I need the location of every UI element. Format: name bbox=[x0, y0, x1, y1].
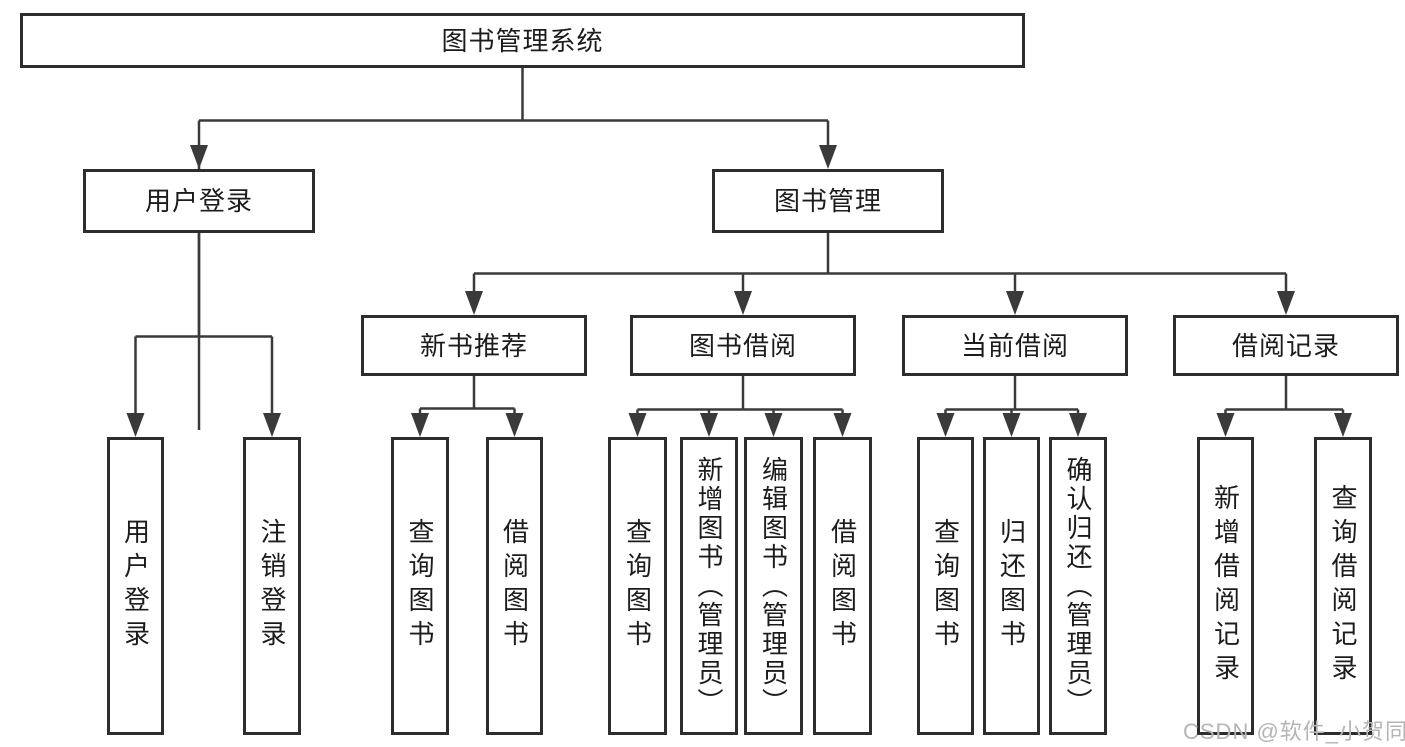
node-label: 图书管理 bbox=[773, 186, 882, 216]
node-label: 确认归还（管理员） bbox=[1063, 455, 1093, 717]
csdn-watermark: CSDN @软件_小贺同学 bbox=[1183, 719, 1405, 744]
node-leaf-edit-books-admin: 编辑图书（管理员） bbox=[744, 437, 803, 735]
node-label: 编辑图书（管理员） bbox=[758, 455, 789, 717]
node-label: 新增图书（管理员） bbox=[694, 455, 724, 717]
node-label: 用户登录 bbox=[144, 186, 253, 216]
node-label: 新书推荐 bbox=[419, 330, 528, 361]
node-label: 查询图书 bbox=[405, 518, 435, 654]
branch-book-borrow-to-leaves bbox=[636, 376, 844, 430]
node-leaf-return-books: 归还图书 bbox=[983, 437, 1040, 735]
branch-current-borrow-to-leaves bbox=[944, 376, 1080, 430]
node-label: 查询图书 bbox=[622, 518, 653, 654]
node-label: 用户登录 bbox=[120, 518, 151, 654]
node-leaf-user-login: 用户登录 bbox=[107, 437, 164, 735]
node-leaf-query-books: 查询图书 bbox=[391, 437, 449, 735]
node-user-login: 用户登录 bbox=[83, 169, 315, 233]
branch-new-book-recommend-to-leaves bbox=[418, 376, 516, 430]
node-label: 查询借阅记录 bbox=[1328, 484, 1358, 688]
branch-user-login-to-leaves bbox=[134, 233, 274, 430]
node-leaf-confirm-return-admin: 确认归还（管理员） bbox=[1049, 437, 1107, 735]
branch-book-management-to-level2 bbox=[472, 233, 1288, 308]
node-label: 新增借阅记录 bbox=[1210, 484, 1241, 688]
node-label: 借阅记录 bbox=[1231, 330, 1340, 361]
node-label: 当前借阅 bbox=[960, 330, 1069, 361]
node-leaf-borrow-books: 借阅图书 bbox=[486, 437, 543, 735]
node-leaf-logout: 注销登录 bbox=[243, 437, 301, 735]
node-book-management: 图书管理 bbox=[712, 169, 944, 233]
node-label: 注销登录 bbox=[257, 518, 287, 654]
node-leaf-query-borrow-record: 查询借阅记录 bbox=[1314, 437, 1372, 735]
node-leaf-add-books-admin: 新增图书（管理员） bbox=[680, 437, 738, 735]
node-label: 图书管理系统 bbox=[441, 25, 604, 56]
node-borrow-records: 借阅记录 bbox=[1173, 315, 1399, 376]
node-label: 借阅图书 bbox=[827, 518, 858, 654]
node-label: 借阅图书 bbox=[499, 518, 530, 654]
node-new-book-recommend: 新书推荐 bbox=[361, 315, 587, 376]
node-leaf-query-books: 查询图书 bbox=[608, 437, 667, 735]
node-leaf-borrow-books: 借阅图书 bbox=[813, 437, 872, 735]
node-book-borrow: 图书借阅 bbox=[630, 315, 856, 376]
node-current-borrow: 当前借阅 bbox=[902, 315, 1128, 376]
node-leaf-query-books: 查询图书 bbox=[917, 437, 974, 735]
branch-borrow-records-to-leaves bbox=[1224, 376, 1345, 430]
node-label: 查询图书 bbox=[930, 518, 961, 654]
node-label: 图书借阅 bbox=[688, 330, 797, 361]
node-library-management-system: 图书管理系统 bbox=[20, 13, 1025, 68]
node-label: 归还图书 bbox=[996, 518, 1027, 654]
node-leaf-add-borrow-record: 新增借阅记录 bbox=[1197, 437, 1254, 735]
